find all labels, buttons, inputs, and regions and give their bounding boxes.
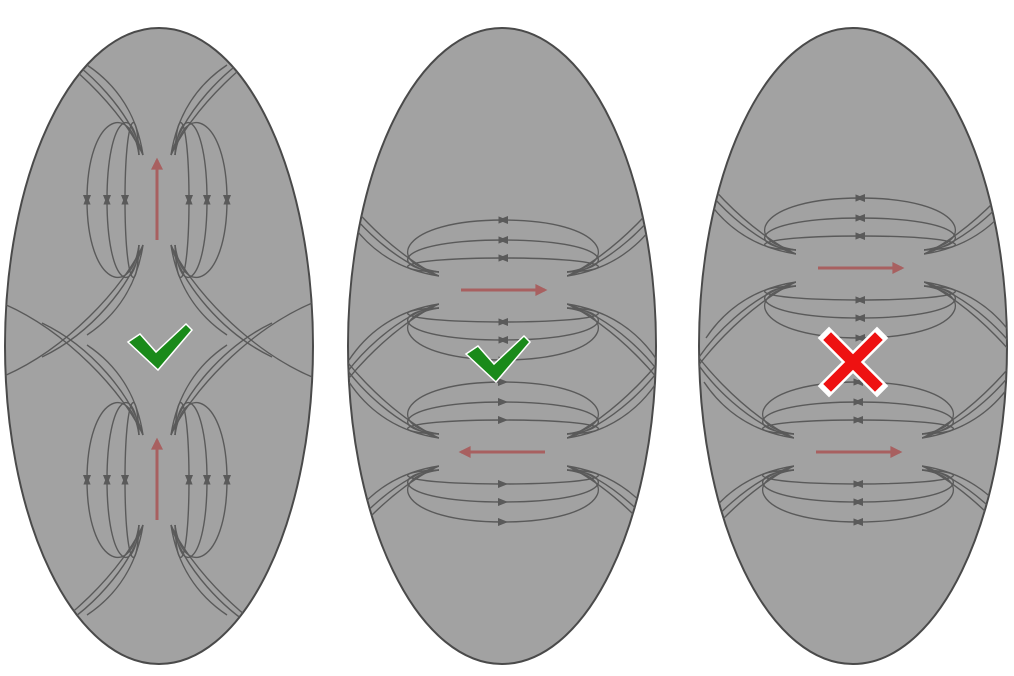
panel-ellipse bbox=[347, 27, 657, 665]
field-line-arrow-icon bbox=[498, 480, 508, 488]
field-line-arrow-icon bbox=[498, 498, 508, 506]
field-line-arrow-icon bbox=[855, 194, 865, 202]
field-line-arrow-icon bbox=[498, 216, 508, 224]
cross-stroke bbox=[823, 332, 883, 392]
field-flare-line bbox=[170, 322, 273, 436]
field-line-arrow-icon bbox=[103, 475, 111, 485]
field-flare-line bbox=[566, 291, 656, 439]
field-flare-line bbox=[566, 303, 656, 406]
field-flare-line bbox=[921, 336, 1007, 439]
field-flare-line bbox=[170, 300, 313, 436]
field-line-arrow-icon bbox=[855, 296, 865, 304]
field-line-arrow-icon bbox=[855, 214, 865, 222]
field-flare-line bbox=[5, 244, 144, 380]
field-flare-line bbox=[348, 303, 440, 451]
field-flare-line bbox=[566, 465, 656, 568]
field-line-arrow-icon bbox=[121, 475, 129, 485]
field-flare-line bbox=[170, 244, 273, 358]
panel-ellipse bbox=[698, 27, 1008, 665]
field-line-arrow-icon bbox=[498, 416, 508, 424]
cross-icon bbox=[817, 326, 889, 398]
field-flare-line bbox=[170, 64, 228, 156]
field-flare-line bbox=[923, 281, 1007, 339]
field-flare-line bbox=[566, 129, 656, 277]
field-flare-line bbox=[699, 107, 797, 255]
field-flare-line bbox=[86, 524, 144, 616]
panel-3 bbox=[698, 27, 1008, 665]
field-line-arrow-icon bbox=[853, 518, 863, 526]
field-flare-line bbox=[699, 281, 797, 429]
field-flare-line bbox=[86, 344, 144, 436]
field-flare-line bbox=[921, 291, 1007, 439]
field-line-arrow-icon bbox=[185, 195, 193, 205]
field-flare-line bbox=[170, 524, 228, 616]
field-line-arrow-icon bbox=[498, 518, 508, 526]
checkmark-icon bbox=[464, 334, 532, 384]
field-flare-line bbox=[923, 152, 1007, 255]
field-line-arrow-icon bbox=[203, 195, 211, 205]
field-line-arrow-icon bbox=[853, 416, 863, 424]
field-flare-line bbox=[348, 381, 440, 439]
field-flare-line bbox=[923, 197, 1007, 255]
field-line-arrow-icon bbox=[121, 195, 129, 205]
field-flare-line bbox=[170, 344, 228, 436]
field-line-arrow-icon bbox=[855, 314, 865, 322]
field-line-arrow-icon bbox=[498, 318, 508, 326]
field-line-arrow-icon bbox=[498, 254, 508, 262]
field-flare-line bbox=[5, 300, 144, 436]
field-flare-line bbox=[86, 64, 144, 156]
field-flare-line bbox=[699, 336, 795, 439]
field-flare-line bbox=[566, 303, 656, 451]
field-line-arrow-icon bbox=[83, 195, 91, 205]
field-flare-line bbox=[86, 244, 144, 336]
field-flare-line bbox=[699, 291, 795, 439]
field-line-arrow-icon bbox=[498, 378, 508, 386]
field-line-arrow-icon bbox=[223, 195, 231, 205]
field-line-arrow-icon bbox=[855, 334, 865, 342]
field-flare-line bbox=[566, 336, 656, 439]
field-flare-line bbox=[170, 244, 228, 336]
field-flare-line bbox=[348, 303, 440, 406]
field-line-arrow-icon bbox=[853, 498, 863, 506]
field-flare-line bbox=[170, 244, 313, 380]
field-flare-line bbox=[41, 322, 144, 436]
field-line-arrow-icon bbox=[83, 475, 91, 485]
field-line-arrow-icon bbox=[498, 336, 508, 344]
panel-ellipse bbox=[4, 27, 314, 665]
field-flare-line bbox=[703, 381, 795, 439]
field-flare-line bbox=[923, 281, 1007, 384]
field-flare-line bbox=[566, 174, 656, 277]
field-line-arrow-icon bbox=[103, 195, 111, 205]
field-flare-line bbox=[348, 174, 440, 277]
field-line-arrow-icon bbox=[853, 398, 863, 406]
field-lines bbox=[348, 129, 656, 613]
field-line-arrow-icon bbox=[498, 398, 508, 406]
field-flare-line bbox=[41, 244, 144, 358]
field-flare-line bbox=[699, 152, 797, 255]
field-line-arrow-icon bbox=[855, 232, 865, 240]
field-line-arrow-icon bbox=[203, 475, 211, 485]
panel-2 bbox=[347, 27, 657, 665]
field-flare-line bbox=[566, 303, 656, 361]
field-line-arrow-icon bbox=[223, 475, 231, 485]
field-flare-line bbox=[923, 281, 1007, 429]
field-flare-line bbox=[348, 336, 440, 439]
field-flare-line bbox=[699, 281, 797, 384]
field-flare-line bbox=[699, 465, 795, 568]
field-flare-line bbox=[348, 129, 440, 277]
field-flare-line bbox=[921, 381, 1007, 439]
field-flare-line bbox=[348, 291, 440, 439]
field-flare-line bbox=[348, 303, 440, 361]
field-line-arrow-icon bbox=[185, 475, 193, 485]
field-line-arrow-icon bbox=[498, 236, 508, 244]
checkmark-icon bbox=[126, 322, 194, 372]
field-flare-line bbox=[705, 281, 797, 339]
field-flare-line bbox=[921, 465, 1007, 568]
field-flare-line bbox=[348, 465, 440, 568]
panel-1 bbox=[4, 27, 314, 665]
field-line-arrow-icon bbox=[853, 480, 863, 488]
field-flare-line bbox=[566, 381, 656, 439]
